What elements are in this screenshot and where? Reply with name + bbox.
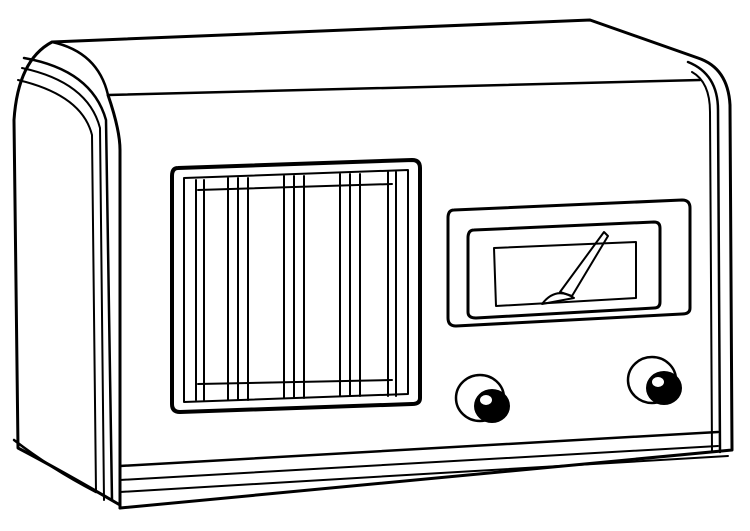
speaker-grille-inner <box>183 169 409 403</box>
front-face-left-edge <box>106 93 122 510</box>
dial-needle-hub <box>541 292 575 305</box>
dial-window <box>493 241 637 307</box>
dial-bezel <box>466 220 662 320</box>
left-knob <box>454 373 510 423</box>
grille-bar-3 <box>283 175 305 399</box>
grille-bar-1 <box>195 179 205 401</box>
cabinet-right-curve-inner <box>691 71 713 453</box>
cabinet-left-curve-inner <box>17 79 97 493</box>
speaker-grille-frame <box>170 158 422 414</box>
grille-bar-2 <box>227 177 249 401</box>
speaker-grille <box>170 158 422 414</box>
cabinet-left-curve-outer <box>22 56 114 502</box>
grille-bar-4 <box>339 173 361 397</box>
base-trim-top <box>118 430 720 468</box>
cabinet-left-curve-mid <box>21 67 105 501</box>
cabinet-top-edge <box>50 40 110 97</box>
dial-outer-frame <box>446 198 692 328</box>
radio-cabinet <box>12 18 734 510</box>
grille-bar-5 <box>387 171 397 397</box>
base-trim-bottom <box>119 455 729 493</box>
cabinet-outline <box>12 18 734 510</box>
cabinet-left-bottom <box>12 438 98 494</box>
cabinet-right-curve-outer <box>686 60 722 454</box>
left-knob-highlight <box>480 395 492 405</box>
base-trim-mid <box>119 445 719 481</box>
front-face-top-edge <box>106 78 702 97</box>
left-knob-cap <box>474 389 510 423</box>
dial-needle <box>559 231 609 297</box>
right-knob-cap <box>646 371 682 405</box>
right-knob <box>626 355 682 405</box>
right-knob-highlight <box>652 377 664 387</box>
tuning-dial <box>446 198 692 328</box>
